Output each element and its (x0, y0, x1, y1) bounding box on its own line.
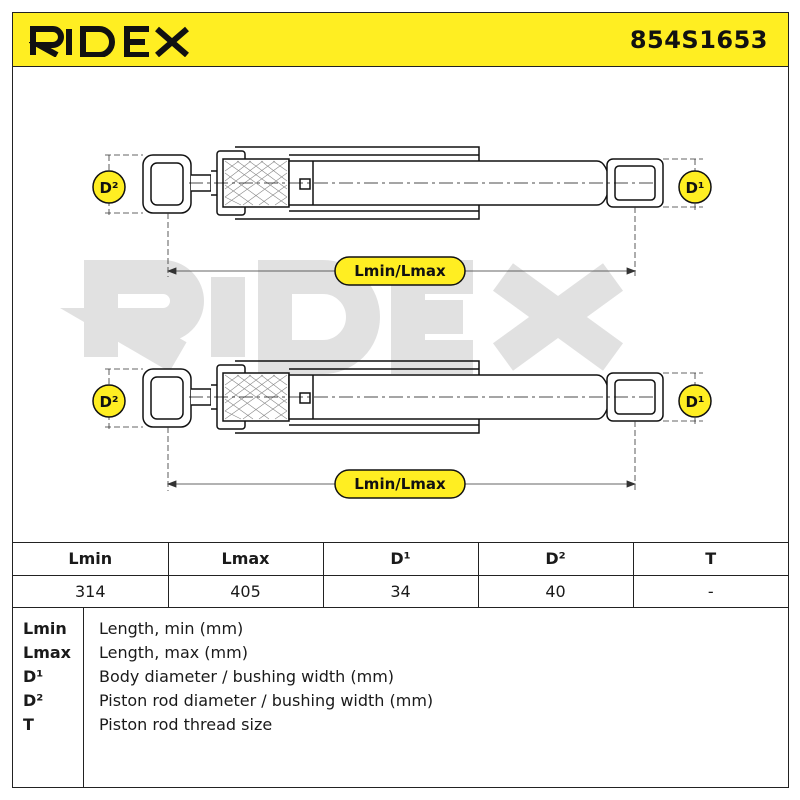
legend-desc: Piston rod thread size (99, 715, 273, 734)
technical-drawing: D² D¹ Lmin/Lmax (13, 67, 788, 543)
svg-text:Lmin/Lmax: Lmin/Lmax (354, 262, 446, 280)
legend-key: Lmax (23, 643, 71, 662)
legend-desc: Length, min (mm) (99, 619, 244, 638)
svg-text:D²: D² (99, 179, 118, 197)
header-bar: 854S1653 (13, 13, 788, 67)
shock-absorber-diagram: D² D¹ Lmin/Lmax (59, 146, 712, 499)
product-sheet: 854S1653 (12, 12, 789, 788)
spec-table: Lmin Lmax D¹ D² T 314 405 34 40 - (13, 543, 788, 608)
legend-item: Lmax Length, max (mm) (13, 643, 788, 667)
d2-badge-top: D² (92, 170, 126, 204)
legend-item: T Piston rod thread size (13, 715, 788, 739)
spec-value-lmin: 314 (74, 581, 106, 601)
spec-value-d2: 40 (477, 575, 633, 607)
legend-desc: Length, max (mm) (99, 643, 248, 662)
shock-absorber-bottom (142, 360, 664, 434)
ridex-logo (29, 26, 189, 57)
spec-value-d1: 34 (322, 575, 478, 607)
legend-item: D² Piston rod diameter / bushing width (… (13, 691, 788, 715)
svg-text:D²: D² (99, 393, 118, 411)
spec-header-row: Lmin Lmax D¹ D² T (13, 543, 788, 576)
shock-absorber-top (142, 146, 664, 220)
legend-divider (83, 607, 84, 787)
spec-value-t: - (632, 575, 788, 607)
d1-badge-top: D¹ (678, 170, 712, 204)
svg-text:Lmin/Lmax: Lmin/Lmax (354, 475, 446, 493)
spec-header-d1: D¹ (322, 543, 478, 576)
d1-badge-bottom: D¹ (678, 384, 712, 418)
d2-badge-bottom: D² (92, 384, 126, 418)
legend-key: T (23, 715, 34, 734)
dimension-lines-bottom (105, 368, 703, 491)
spec-value-row: 314 405 34 40 - (13, 575, 788, 607)
spec-header-d2: D² (477, 543, 633, 576)
legend-desc: Body diameter / bushing width (mm) (99, 667, 395, 686)
legend: Lmin Length, min (mm) Lmax Length, max (… (13, 607, 788, 787)
legend-item: D¹ Body diameter / bushing width (mm) (13, 667, 788, 691)
spec-value-lmax: 405 (167, 575, 323, 607)
legend-key: D² (23, 691, 44, 710)
length-badge-top: Lmin/Lmax (334, 256, 466, 286)
length-badge-bottom: Lmin/Lmax (334, 469, 466, 499)
part-number: 854S1653 (629, 26, 768, 54)
watermark-logo (59, 260, 623, 374)
legend-key: D¹ (23, 667, 44, 686)
legend-key: Lmin (23, 619, 67, 638)
legend-item: Lmin Length, min (mm) (13, 619, 788, 643)
spec-header-t: T (632, 543, 788, 576)
legend-desc: Piston rod diameter / bushing width (mm) (99, 691, 434, 710)
svg-text:D¹: D¹ (685, 393, 704, 411)
svg-text:D¹: D¹ (685, 179, 704, 197)
spec-header-lmin: Lmin (13, 543, 168, 576)
spec-header-lmax: Lmax (167, 543, 323, 576)
